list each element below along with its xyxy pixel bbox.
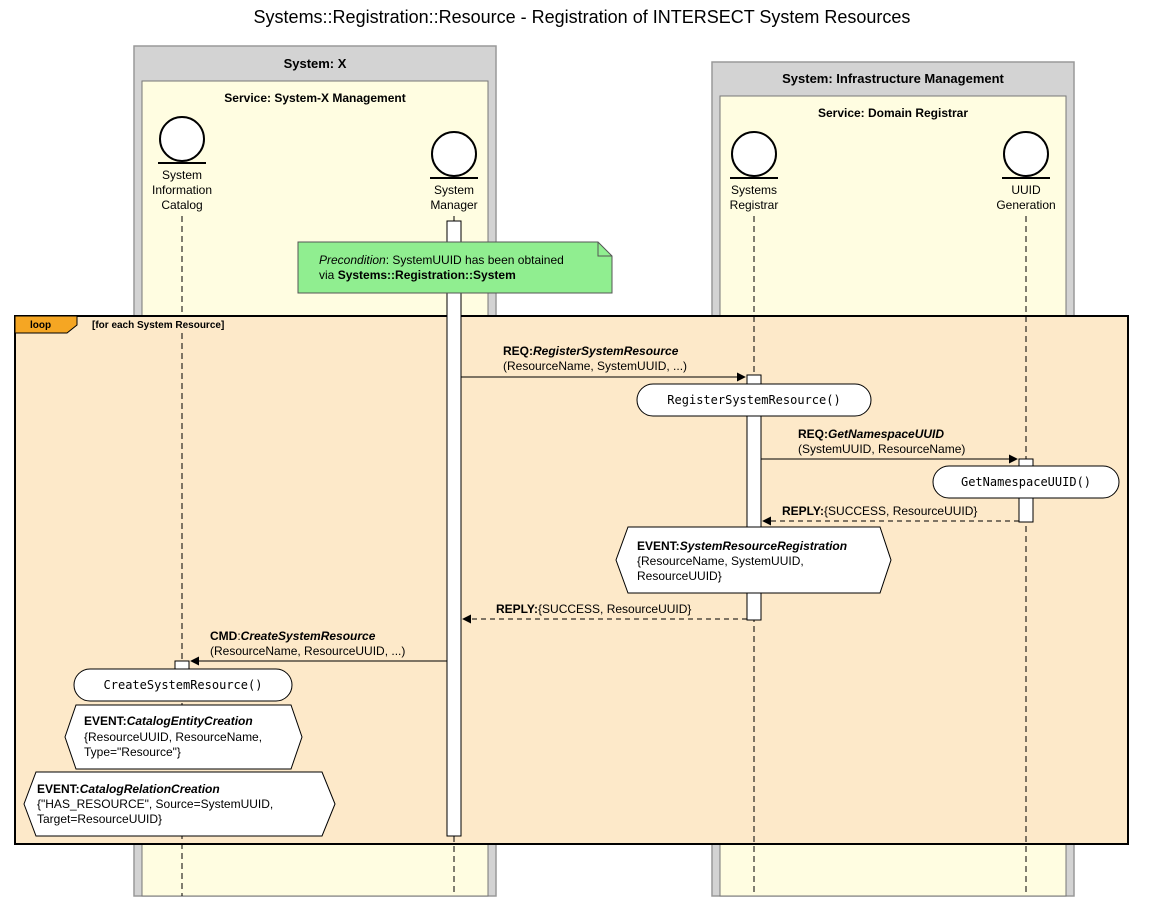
- precondition-text: : SystemUUID has been obtained: [386, 253, 564, 267]
- message-args: (ResourceName, ResourceUUID, ...): [210, 644, 405, 658]
- message-args: {SUCCESS, ResourceUUID}: [538, 602, 691, 616]
- participant-label: UUID: [1011, 183, 1041, 197]
- entity-circle-icon: [731, 131, 777, 177]
- system-infrastructure-label: System: Infrastructure Management: [782, 71, 1004, 86]
- activity-label: RegisterSystemResource(): [667, 393, 840, 407]
- message-name: RegisterSystemResource: [533, 344, 679, 358]
- loop-tag: loop: [30, 320, 51, 331]
- entity-circle-icon: [431, 131, 477, 177]
- message-args: {SUCCESS, ResourceUUID}: [824, 504, 977, 518]
- service-domain-registrar-label: Service: Domain Registrar: [818, 106, 968, 120]
- message-reply-register-system-resource: REPLY:{SUCCESS, ResourceUUID}: [462, 602, 747, 624]
- event-name: CatalogEntityCreation: [127, 714, 253, 728]
- event-args: ResourceUUID}: [637, 569, 722, 583]
- svg-text:Precondition: SystemUUID has b: Precondition: SystemUUID has been obtain…: [319, 253, 564, 267]
- participant-uuid-generation: UUID Generation: [996, 131, 1056, 212]
- activity-get-namespace-uuid: GetNamespaceUUID(): [932, 465, 1120, 499]
- participant-label: Manager: [430, 198, 477, 212]
- event-name: CatalogRelationCreation: [80, 782, 220, 796]
- diagram-title: Systems::Registration::Resource - Regist…: [254, 7, 911, 27]
- message-name: GetNamespaceUUID: [828, 427, 944, 441]
- svg-text:EVENT:CatalogRelationCreation: EVENT:CatalogRelationCreation: [37, 782, 220, 796]
- svg-text:REQ:GetNamespaceUUID: REQ:GetNamespaceUUID: [798, 427, 944, 441]
- activity-register-system-resource: RegisterSystemResource(): [636, 383, 872, 417]
- event-prefix: EVENT:: [37, 782, 80, 796]
- precondition-via: via: [319, 268, 338, 282]
- event-prefix: EVENT:: [637, 539, 680, 553]
- participant-systems-registrar: Systems Registrar: [730, 131, 779, 212]
- event-system-resource-registration: EVENT:SystemResourceRegistration {Resour…: [615, 526, 892, 594]
- loop-guard: [for each System Resource]: [92, 320, 224, 331]
- precondition-note: Precondition: SystemUUID has been obtain…: [297, 241, 613, 294]
- system-x-label: System: X: [284, 56, 347, 71]
- participant-label: Catalog: [161, 198, 202, 212]
- message-prefix: REPLY:: [782, 504, 824, 518]
- message-name: CreateSystemResource: [241, 629, 376, 643]
- svg-text:CMD:CreateSystemResource: CMD:CreateSystemResource: [210, 629, 376, 643]
- activity-label: GetNamespaceUUID(): [961, 475, 1091, 489]
- participant-label: Registrar: [730, 198, 779, 212]
- message-prefix: CMD: [210, 629, 238, 643]
- service-system-x-management-label: Service: System-X Management: [224, 91, 405, 105]
- message-get-namespace-uuid: REQ:GetNamespaceUUID (SystemUUID, Resour…: [761, 427, 1018, 464]
- participant-system-information-catalog: System Information Catalog: [152, 116, 212, 212]
- entity-circle-icon: [159, 116, 205, 162]
- message-args: (SystemUUID, ResourceName): [798, 442, 965, 456]
- participant-label: System: [162, 168, 202, 182]
- svg-text:via Systems::Registration::Sys: via Systems::Registration::System: [319, 268, 516, 282]
- event-args: {ResourceName, SystemUUID,: [637, 554, 804, 568]
- message-prefix: REQ:: [503, 344, 533, 358]
- svg-text:EVENT:SystemResourceRegistrati: EVENT:SystemResourceRegistration: [637, 539, 847, 553]
- svg-text:REQ:RegisterSystemResource: REQ:RegisterSystemResource: [503, 344, 679, 358]
- participant-system-manager: System Manager: [430, 131, 478, 212]
- participant-label: Systems: [731, 183, 777, 197]
- message-prefix: REQ:: [798, 427, 828, 441]
- event-catalog-entity-creation: EVENT:CatalogEntityCreation {ResourceUUI…: [64, 704, 303, 770]
- participant-label: Generation: [996, 198, 1055, 212]
- event-args: {ResourceUUID, ResourceName,: [84, 730, 262, 744]
- event-args: Target=ResourceUUID}: [37, 812, 162, 826]
- svg-text:REPLY:{SUCCESS, ResourceUUID}: REPLY:{SUCCESS, ResourceUUID}: [496, 602, 691, 616]
- precondition-label: Precondition: [319, 253, 386, 267]
- event-catalog-relation-creation: EVENT:CatalogRelationCreation {"HAS_RESO…: [23, 771, 336, 837]
- event-args: Type="Resource"}: [84, 745, 181, 759]
- event-name: SystemResourceRegistration: [680, 539, 847, 553]
- event-args: {"HAS_RESOURCE", Source=SystemUUID,: [37, 797, 273, 811]
- message-args: (ResourceName, SystemUUID, ...): [503, 359, 687, 373]
- message-reply-namespace-uuid: REPLY:{SUCCESS, ResourceUUID}: [762, 504, 1019, 526]
- message-separator: :: [237, 629, 240, 643]
- activity-create-system-resource: CreateSystemResource(): [73, 668, 293, 702]
- message-prefix: REPLY:: [496, 602, 538, 616]
- activity-label: CreateSystemResource(): [104, 678, 263, 692]
- participant-label: Information: [152, 183, 212, 197]
- precondition-reference: Systems::Registration::System: [338, 268, 516, 282]
- message-create-system-resource: CMD:CreateSystemResource (ResourceName, …: [190, 629, 447, 666]
- participant-label: System: [434, 183, 474, 197]
- svg-text:REPLY:{SUCCESS, ResourceUUID}: REPLY:{SUCCESS, ResourceUUID}: [782, 504, 977, 518]
- message-register-system-resource: REQ:RegisterSystemResource (ResourceName…: [461, 344, 746, 382]
- svg-text:EVENT:CatalogEntityCreation: EVENT:CatalogEntityCreation: [84, 714, 253, 728]
- event-prefix: EVENT:: [84, 714, 127, 728]
- activation-bar-system-manager: [446, 220, 462, 837]
- entity-circle-icon: [1003, 131, 1049, 177]
